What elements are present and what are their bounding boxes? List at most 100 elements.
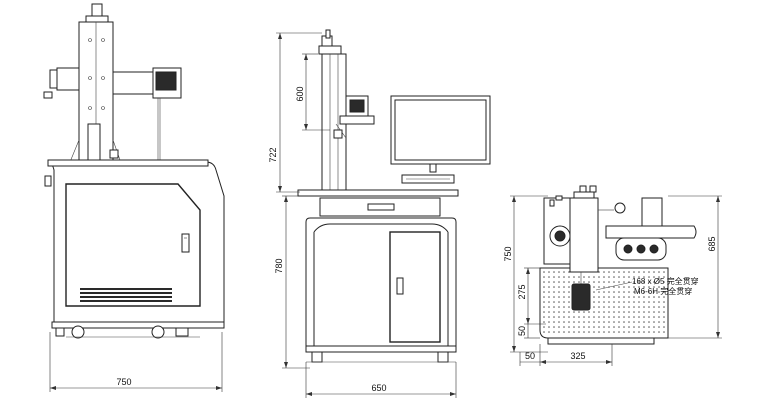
table-hole [653, 326, 655, 328]
table-hole [578, 331, 580, 333]
table-hole [548, 296, 550, 298]
table-hole [623, 311, 625, 313]
table-hole [658, 321, 660, 323]
table-hole [548, 316, 550, 318]
table-hole [643, 291, 645, 293]
table-hole [613, 331, 615, 333]
table-hole [643, 311, 645, 313]
table-hole [633, 316, 635, 318]
table-hole [608, 301, 610, 303]
table-hole [643, 281, 645, 283]
table-hole [593, 286, 595, 288]
table-hole [593, 291, 595, 293]
table-hole [548, 271, 550, 273]
table-hole [638, 331, 640, 333]
table-hole [628, 291, 630, 293]
table-hole [613, 326, 615, 328]
table-hole [558, 326, 560, 328]
table-hole [608, 321, 610, 323]
table-hole [653, 321, 655, 323]
table-hole [618, 301, 620, 303]
table-hole [653, 301, 655, 303]
table-hole [543, 316, 545, 318]
table-hole [608, 311, 610, 313]
table-hole [548, 276, 550, 278]
table-hole [638, 281, 640, 283]
table-hole [613, 296, 615, 298]
table-hole [623, 281, 625, 283]
table-hole [573, 326, 575, 328]
table-hole [658, 306, 660, 308]
side-cabinet-door [389, 231, 441, 343]
table-hole [633, 321, 635, 323]
table-hole [648, 296, 650, 298]
table-hole [573, 316, 575, 318]
table-hole [568, 316, 570, 318]
table-hole [653, 296, 655, 298]
table-hole [598, 306, 600, 308]
drawer-handle [367, 203, 395, 211]
table-hole [598, 316, 600, 318]
table-hole [628, 326, 630, 328]
table-hole [658, 276, 660, 278]
table-hole [558, 311, 560, 313]
table-hole [648, 271, 650, 273]
top-column [569, 197, 599, 273]
table-hole [613, 271, 615, 273]
table-hole [638, 296, 640, 298]
table-hole [593, 301, 595, 303]
table-hole [558, 276, 560, 278]
dim-label-50-h: 50 [525, 351, 535, 361]
table-hole [628, 306, 630, 308]
table-hole [638, 271, 640, 273]
table-hole [543, 296, 545, 298]
dim-label-722: 722 [268, 147, 278, 162]
table-hole [623, 271, 625, 273]
table-hole [543, 281, 545, 283]
table-hole [608, 296, 610, 298]
table-hole [603, 281, 605, 283]
table-hole [593, 326, 595, 328]
table-hole [633, 291, 635, 293]
table-hole [593, 321, 595, 323]
table-hole [588, 326, 590, 328]
dim-label-600: 600 [295, 86, 305, 101]
table-hole [618, 326, 620, 328]
table-hole [618, 306, 620, 308]
table-hole [583, 281, 585, 283]
monitor [390, 95, 491, 165]
table-hole [648, 301, 650, 303]
table-hole [643, 321, 645, 323]
table-hole [638, 326, 640, 328]
table-hole [643, 306, 645, 308]
table-hole [663, 316, 665, 318]
table-hole [548, 331, 550, 333]
table-hole [598, 321, 600, 323]
table-hole [583, 321, 585, 323]
table-hole [608, 291, 610, 293]
table-hole [598, 281, 600, 283]
table-hole [653, 286, 655, 288]
top-fixture-block [571, 283, 591, 311]
table-hole [663, 331, 665, 333]
table-hole [573, 321, 575, 323]
hole-grid [543, 271, 665, 333]
table-hole [638, 276, 640, 278]
table-hole [658, 311, 660, 313]
table-hole [603, 321, 605, 323]
table-hole [563, 296, 565, 298]
table-hole [603, 306, 605, 308]
table-hole [553, 286, 555, 288]
worktable-top [47, 159, 209, 167]
dim-label-325: 325 [570, 351, 585, 361]
table-hole [563, 316, 565, 318]
table-hole [568, 291, 570, 293]
table-hole [623, 306, 625, 308]
table-hole [598, 271, 600, 273]
table-hole [593, 316, 595, 318]
table-hole [573, 311, 575, 313]
table-hole [563, 306, 565, 308]
table-hole [623, 301, 625, 303]
table-hole [623, 276, 625, 278]
table-hole [608, 331, 610, 333]
